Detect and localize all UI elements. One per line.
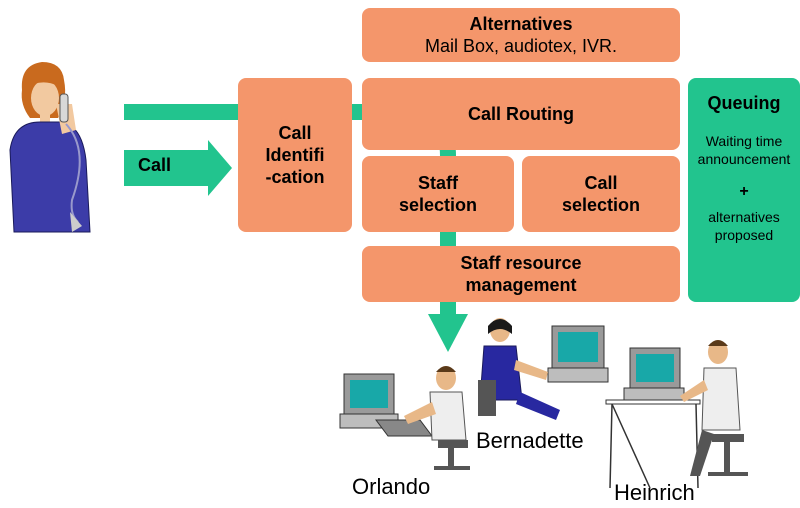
queuing-line-3: alternatives	[708, 209, 780, 225]
alternatives-subtitle: Mail Box, audiotex, IVR.	[424, 36, 618, 56]
alternatives-title: Alternatives	[469, 14, 573, 34]
call-routing-box: Call Routing	[362, 78, 680, 150]
call-identification-line-3: -cation	[265, 167, 325, 187]
agent-heinrich-at-computer-icon	[605, 340, 748, 489]
queuing-line-2: announcement	[697, 151, 791, 167]
staff-resource-line-1: Staff resource	[460, 253, 582, 273]
agent-name-orlando: Orlando	[352, 474, 431, 499]
staff-resource-management-box: Staff resource management	[362, 246, 680, 302]
staff-selection-line-1: Staff	[418, 173, 458, 193]
call-selection-box: Call selection	[522, 156, 680, 232]
call-selection-line-1: Call	[584, 173, 618, 193]
queuing-line-4: proposed	[714, 227, 774, 243]
call-identification-line-2: Identifi	[265, 145, 325, 165]
queuing-plus: +	[739, 183, 749, 200]
agent-name-heinrich: Heinrich	[614, 480, 695, 505]
call-arrow	[124, 140, 232, 196]
alternatives-box: Alternatives Mail Box, audiotex, IVR.	[362, 8, 680, 62]
call-routing-label: Call Routing	[468, 104, 574, 124]
staff-resource-line-2: management	[465, 275, 577, 295]
queuing-title: Queuing	[707, 93, 781, 113]
staff-selection-box: Staff selection	[362, 156, 514, 232]
queuing-box: Queuing Waiting time announcement + alte…	[688, 78, 800, 302]
queuing-line-1: Waiting time	[705, 133, 783, 149]
call-identification-box: Call Identifi -cation	[238, 78, 352, 232]
call-arrow-label: Call	[138, 155, 172, 175]
staff-selection-line-2: selection	[398, 195, 478, 215]
agent-bernadette-at-computer-icon	[478, 318, 609, 420]
call-identification-line-1: Call	[278, 123, 312, 143]
agent-name-bernadette: Bernadette	[476, 428, 584, 453]
caller-woman-on-phone-icon	[9, 62, 91, 233]
agent-orlando-at-computer-icon	[339, 366, 470, 470]
call-selection-line-2: selection	[561, 195, 641, 215]
